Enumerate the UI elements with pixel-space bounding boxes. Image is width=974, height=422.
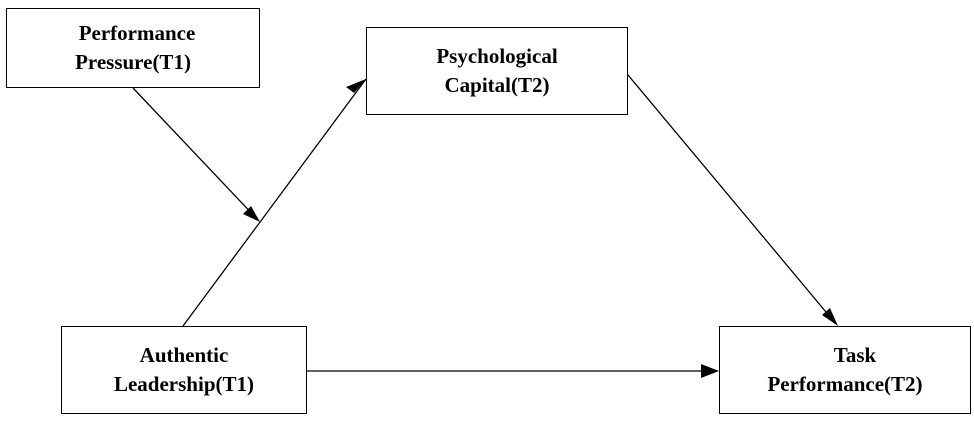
arrowhead-authentic-to-capital [346, 79, 366, 93]
node-performance-pressure-line2: Pressure(T1) [75, 50, 191, 74]
arrowhead-capital-to-task [822, 308, 838, 326]
node-authentic-leadership-line2: Leadership(T1) [113, 372, 254, 396]
node-performance-pressure: Performance Pressure(T1) [6, 8, 260, 88]
node-authentic-leadership-line1: Authentic [139, 343, 229, 367]
node-task-performance-line1: Task [833, 343, 877, 367]
arrowhead-pressure-to-path [243, 206, 260, 222]
node-psychological-capital-line1: Psychological [436, 44, 558, 68]
node-psychological-capital-line2: Capital(T2) [444, 73, 550, 97]
arrow-authentic-to-capital [182, 78, 367, 327]
node-performance-pressure-line1: Performance [78, 21, 196, 45]
arrowhead-authentic-to-task [701, 364, 719, 378]
node-task-performance-line2: Performance(T2) [767, 372, 923, 396]
node-task-performance: Task Performance(T2) [719, 326, 971, 414]
node-authentic-leadership: Authentic Leadership(T1) [61, 326, 307, 414]
arrow-pressure-to-path [132, 87, 259, 221]
arrow-capital-to-task [627, 74, 837, 325]
node-psychological-capital: Psychological Capital(T2) [366, 27, 628, 115]
